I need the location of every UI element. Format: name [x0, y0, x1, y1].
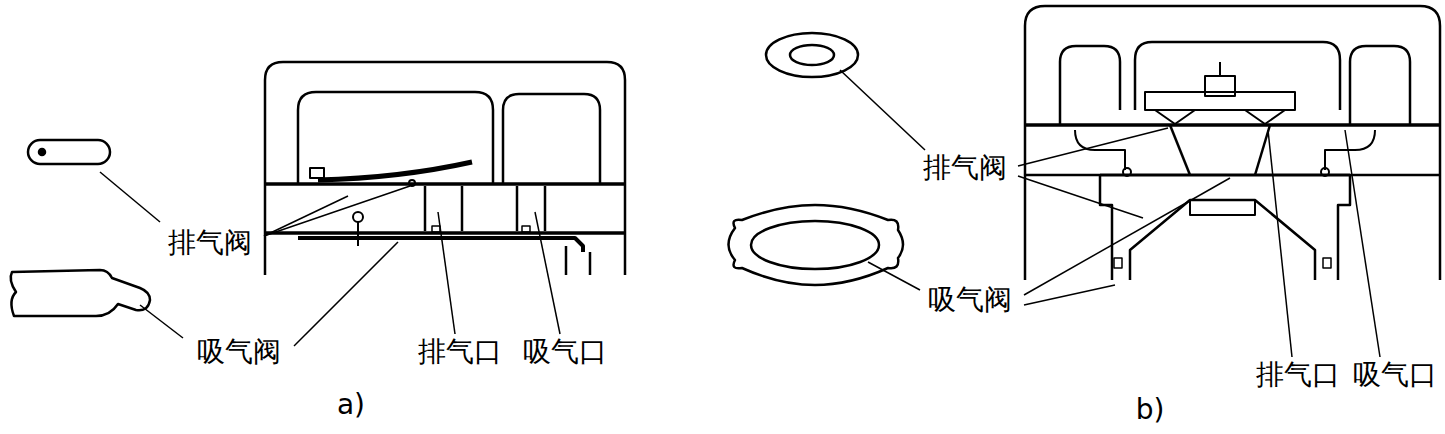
part-label: 吸气口 — [523, 338, 607, 366]
figure-letter: b) — [1136, 396, 1165, 424]
reed-valve-figure — [11, 62, 625, 316]
ring-valve-figure — [729, 6, 1441, 285]
part-label: 排气口 — [1256, 361, 1340, 389]
part-label: 排气阀 — [923, 154, 1007, 182]
part-label: 排气口 — [418, 338, 502, 366]
figure-letter: a) — [337, 391, 365, 419]
part-label: 吸气口 — [1353, 361, 1437, 389]
part-label: 排气阀 — [168, 229, 252, 257]
part-label: 吸气阀 — [197, 338, 281, 366]
part-label: 吸气阀 — [928, 286, 1012, 314]
leader-lines — [100, 70, 1380, 357]
